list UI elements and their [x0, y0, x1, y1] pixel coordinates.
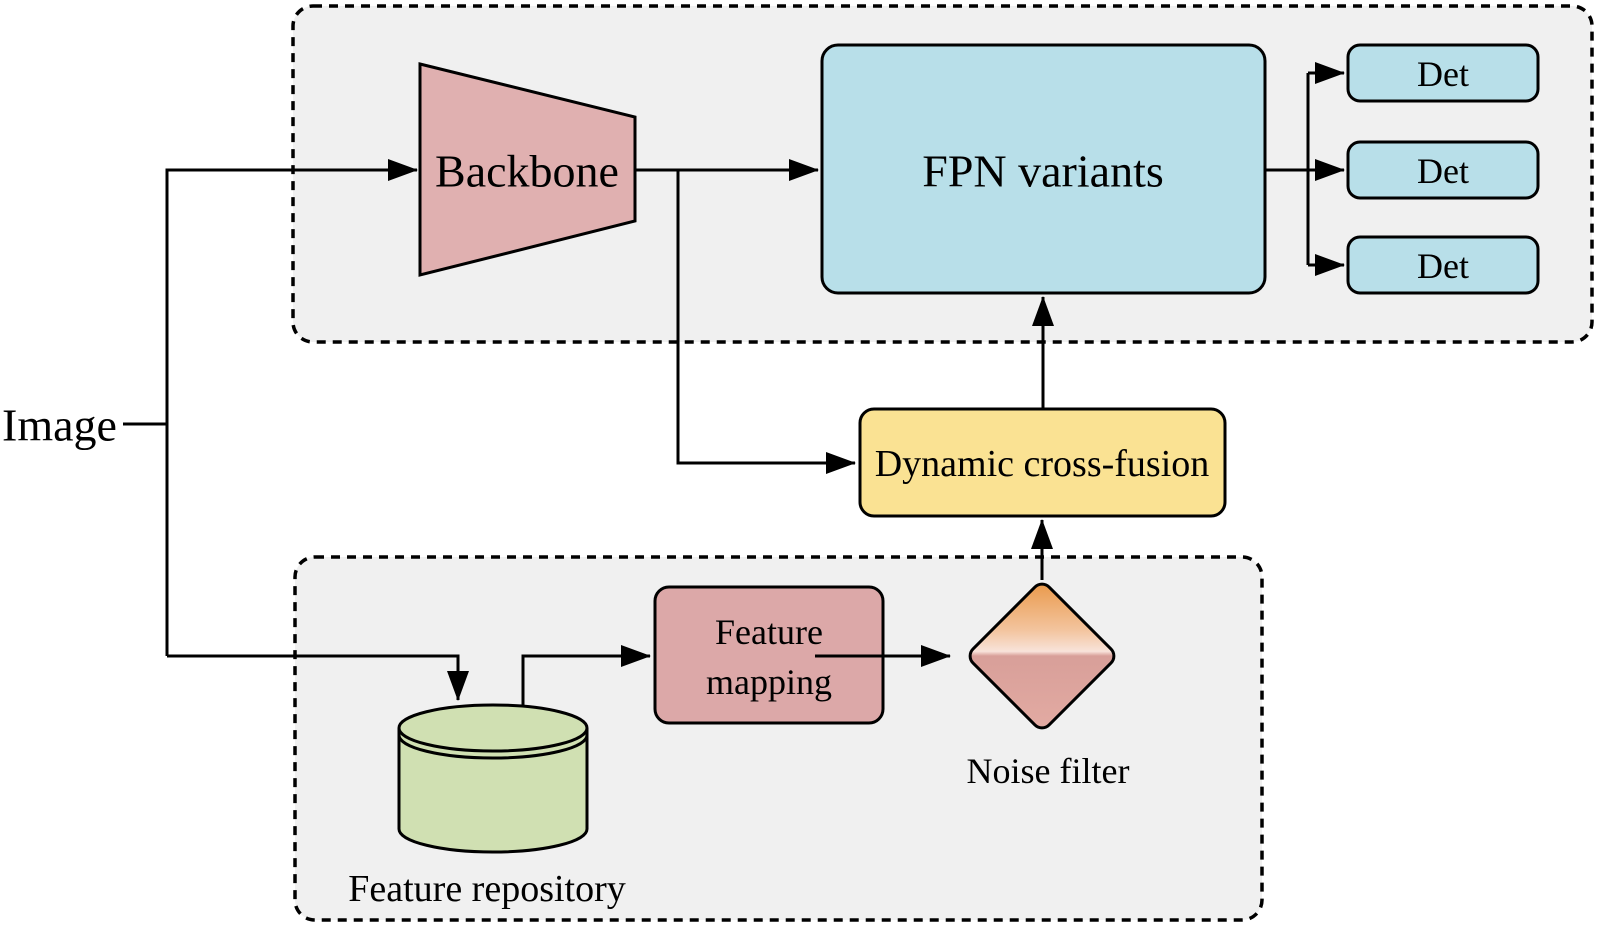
noise-filter-label: Noise filter: [967, 751, 1130, 791]
feature-mapping-label-line2: mapping: [706, 662, 832, 702]
backbone-label: Backbone: [435, 146, 619, 197]
arrow-image-to-backbone: [165, 159, 418, 656]
det-box-2: Det: [1346, 140, 1540, 200]
det-box-2-label: Det: [1417, 151, 1469, 191]
det-box-1: Det: [1346, 43, 1540, 103]
det-box-3: Det: [1346, 235, 1540, 295]
feature-mapping-label-line1: Feature: [715, 612, 823, 652]
dynamic-cross-fusion-box: [858, 407, 1227, 518]
image-label: Image: [2, 400, 117, 451]
noise-filter-diamond: [968, 582, 1116, 730]
det-box-3-label: Det: [1417, 246, 1469, 286]
cylinder-top: [397, 703, 589, 753]
feature-repository-label: Feature repository: [348, 868, 626, 910]
feature-repository-cylinder: [397, 703, 589, 854]
arrow-repository-to-mapping: [521, 645, 651, 706]
fpn-variants-label: FPN variants: [922, 146, 1164, 197]
det-box-1-rect: [1346, 43, 1540, 103]
backbone-trapezoid: [418, 62, 637, 277]
arrow-backbone-to-fusion: [676, 170, 856, 474]
fpn-variants-box: [820, 43, 1267, 295]
cylinder-rim: [397, 734, 589, 760]
arrow-image-to-repository: [167, 654, 469, 701]
det-box-2-rect: [1346, 140, 1540, 200]
cylinder-body: [397, 728, 589, 854]
det-box-3-rect: [1346, 235, 1540, 295]
det-box-1-label: Det: [1417, 54, 1469, 94]
dynamic-cross-fusion-label: Dynamic cross-fusion: [875, 443, 1210, 485]
